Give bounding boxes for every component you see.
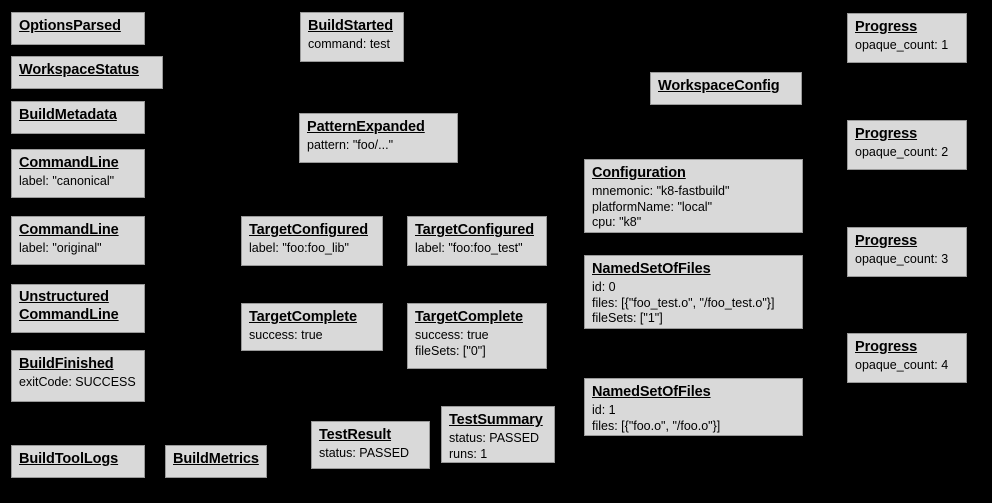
- node-field: opaque_count: 1: [855, 37, 949, 52]
- node-title: WorkspaceStatus: [19, 62, 139, 78]
- node-progress-4[interactable]: Progress opaque_count: 4: [847, 333, 967, 383]
- node-title: BuildStarted: [308, 18, 394, 34]
- node-field: id: 0: [592, 279, 616, 294]
- node-title: BuildToolLogs: [19, 451, 119, 467]
- node-target-complete-lib[interactable]: TargetComplete success: true: [241, 303, 383, 351]
- node-fields: command: test: [308, 37, 397, 53]
- node-field: success: true: [415, 327, 489, 342]
- node-field: label: "foo:foo_lib": [249, 240, 349, 255]
- node-target-configured-test[interactable]: TargetConfigured label: "foo:foo_test": [407, 216, 547, 266]
- node-build-metrics[interactable]: BuildMetrics: [165, 445, 267, 478]
- node-fields: status: PASSED: [319, 446, 423, 462]
- node-configuration[interactable]: Configuration mnemonic: "k8-fastbuild"pla…: [584, 159, 803, 233]
- node-field: opaque_count: 4: [855, 357, 949, 372]
- node-title: Progress: [855, 339, 918, 355]
- node-field: files: [{"foo.o", "/foo.o"}]: [592, 418, 721, 433]
- node-build-metadata[interactable]: BuildMetadata: [11, 101, 145, 134]
- node-field: status: PASSED: [449, 430, 540, 445]
- node-field: status: PASSED: [319, 445, 410, 460]
- node-command-line-original[interactable]: CommandLine label: "original": [11, 216, 145, 265]
- node-title: Unstructured CommandLine: [19, 289, 119, 323]
- node-field: success: true: [249, 327, 323, 342]
- node-fields: pattern: "foo/...": [307, 138, 451, 154]
- node-fields: exitCode: SUCCESS: [19, 375, 138, 391]
- node-unstructured-command-line[interactable]: Unstructured CommandLine: [11, 284, 145, 333]
- node-fields: opaque_count: 1: [855, 38, 960, 54]
- node-field: files: [{"foo_test.o", "/foo_test.o"}]: [592, 295, 775, 310]
- node-progress-1[interactable]: Progress opaque_count: 1: [847, 13, 967, 63]
- node-field: pattern: "foo/...": [307, 137, 394, 152]
- node-fields: mnemonic: "k8-fastbuild"platformName: "l…: [592, 184, 796, 231]
- node-field: cpu: "k8": [592, 215, 642, 230]
- node-field: platformName: "local": [592, 199, 713, 214]
- node-title: CommandLine: [19, 155, 119, 171]
- node-field: id: 1: [592, 402, 616, 417]
- node-title: BuildMetadata: [19, 107, 117, 123]
- node-field: opaque_count: 3: [855, 251, 949, 266]
- node-title: NamedSetOfFiles: [592, 261, 711, 277]
- node-progress-3[interactable]: Progress opaque_count: 3: [847, 227, 967, 277]
- node-title: Configuration: [592, 165, 686, 181]
- node-field: exitCode: SUCCESS: [19, 374, 136, 389]
- node-title: BuildFinished: [19, 356, 114, 372]
- node-title: WorkspaceConfig: [658, 78, 780, 94]
- node-field: fileSets: ["0"]: [415, 343, 486, 358]
- node-field: label: "foo:foo_test": [415, 240, 523, 255]
- node-workspace-config[interactable]: WorkspaceConfig: [650, 72, 802, 105]
- node-field: command: test: [308, 36, 390, 51]
- node-fields: label: "foo:foo_lib": [249, 241, 376, 257]
- node-build-tool-logs[interactable]: BuildToolLogs: [11, 445, 145, 478]
- node-title: CommandLine: [19, 222, 119, 238]
- node-field: fileSets: ["1"]: [592, 311, 663, 326]
- node-options-parsed[interactable]: OptionsParsed: [11, 12, 145, 45]
- node-title: BuildMetrics: [173, 451, 259, 467]
- node-fields: opaque_count: 3: [855, 252, 960, 268]
- node-build-finished[interactable]: BuildFinished exitCode: SUCCESS: [11, 350, 145, 402]
- node-title: Progress: [855, 233, 918, 249]
- node-title: TargetConfigured: [249, 222, 368, 238]
- node-fields: success: true: [249, 328, 376, 344]
- node-command-line-canonical[interactable]: CommandLine label: "canonical": [11, 149, 145, 198]
- node-target-configured-lib[interactable]: TargetConfigured label: "foo:foo_lib": [241, 216, 383, 266]
- node-pattern-expanded[interactable]: PatternExpanded pattern: "foo/...": [299, 113, 458, 163]
- node-field: label: "canonical": [19, 173, 115, 188]
- node-title: Progress: [855, 19, 918, 35]
- node-title: TargetComplete: [415, 309, 523, 325]
- node-field: mnemonic: "k8-fastbuild": [592, 183, 730, 198]
- node-fields: label: "original": [19, 241, 138, 257]
- node-title: TargetConfigured: [415, 222, 534, 238]
- node-field: opaque_count: 2: [855, 144, 949, 159]
- node-title: TargetComplete: [249, 309, 357, 325]
- node-field: label: "original": [19, 240, 102, 255]
- node-title: TestResult: [319, 427, 392, 443]
- node-progress-2[interactable]: Progress opaque_count: 2: [847, 120, 967, 170]
- node-test-result[interactable]: TestResult status: PASSED: [311, 421, 430, 469]
- node-title: Progress: [855, 126, 918, 142]
- node-build-started[interactable]: BuildStarted command: test: [300, 12, 404, 62]
- node-fields: label: "foo:foo_test": [415, 241, 540, 257]
- node-title: PatternExpanded: [307, 119, 425, 135]
- node-title: NamedSetOfFiles: [592, 384, 711, 400]
- node-fields: label: "canonical": [19, 174, 138, 190]
- node-title: TestSummary: [449, 412, 543, 428]
- node-workspace-status[interactable]: WorkspaceStatus: [11, 56, 163, 89]
- node-fields: opaque_count: 2: [855, 145, 960, 161]
- node-field: runs: 1: [449, 446, 488, 461]
- node-fields: opaque_count: 4: [855, 358, 960, 374]
- node-title: OptionsParsed: [19, 18, 121, 34]
